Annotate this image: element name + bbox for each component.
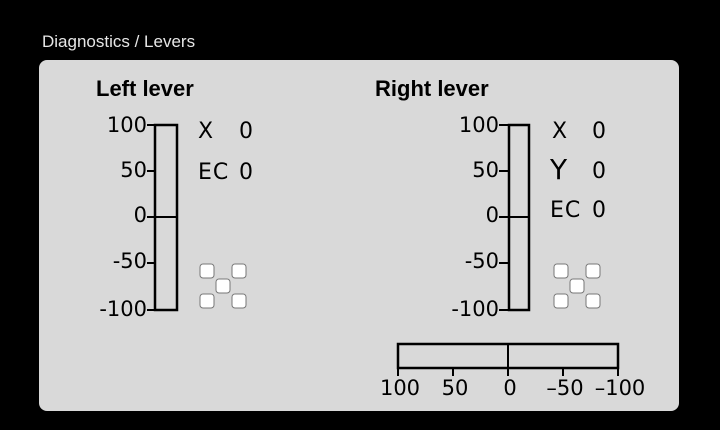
left-x-value: 0 <box>239 119 253 144</box>
right-lever-title: Right lever <box>375 76 489 101</box>
left-tick-50: 50 <box>120 158 147 182</box>
right-tick-100: 100 <box>458 113 499 137</box>
right-htick-minus-100: –100 <box>594 376 646 400</box>
right-htick-100: 100 <box>379 376 421 400</box>
right-y-value: 0 <box>592 159 606 184</box>
right-htick-minus-50: –50 <box>546 376 584 400</box>
left-ec-value: 0 <box>239 160 253 185</box>
right-y-label: Y <box>550 153 569 186</box>
right-tick-0: 0 <box>485 203 499 227</box>
right-tick-minus-50: -50 <box>464 249 499 273</box>
right-tick-50: 50 <box>472 158 499 182</box>
left-tick-0: 0 <box>133 203 147 227</box>
levers-panel: Left lever 100 50 0 -50 -100 X 0 EC 0 Ri… <box>39 60 679 411</box>
right-x-value: 0 <box>592 119 606 144</box>
right-checker-grid-icon <box>553 263 601 309</box>
left-lever-title: Left lever <box>96 76 194 101</box>
right-lever-gauge <box>499 123 531 312</box>
right-ec-label: EC <box>550 198 582 223</box>
right-htick-50: 50 <box>441 376 469 400</box>
left-lever-gauge <box>147 123 179 312</box>
right-x-label: X <box>552 119 569 144</box>
right-htick-0: 0 <box>503 376 517 400</box>
left-tick-minus-100: -100 <box>99 297 147 321</box>
left-tick-100: 100 <box>106 113 147 137</box>
left-ec-label: EC <box>198 160 230 185</box>
right-lever-horizontal-gauge <box>396 342 620 376</box>
right-tick-minus-100: -100 <box>451 297 499 321</box>
breadcrumb: Diagnostics / Levers <box>42 32 196 51</box>
left-checker-grid-icon <box>199 263 247 309</box>
right-ec-value: 0 <box>592 198 606 223</box>
left-x-label: X <box>198 119 215 144</box>
left-tick-minus-50: -50 <box>112 249 147 273</box>
